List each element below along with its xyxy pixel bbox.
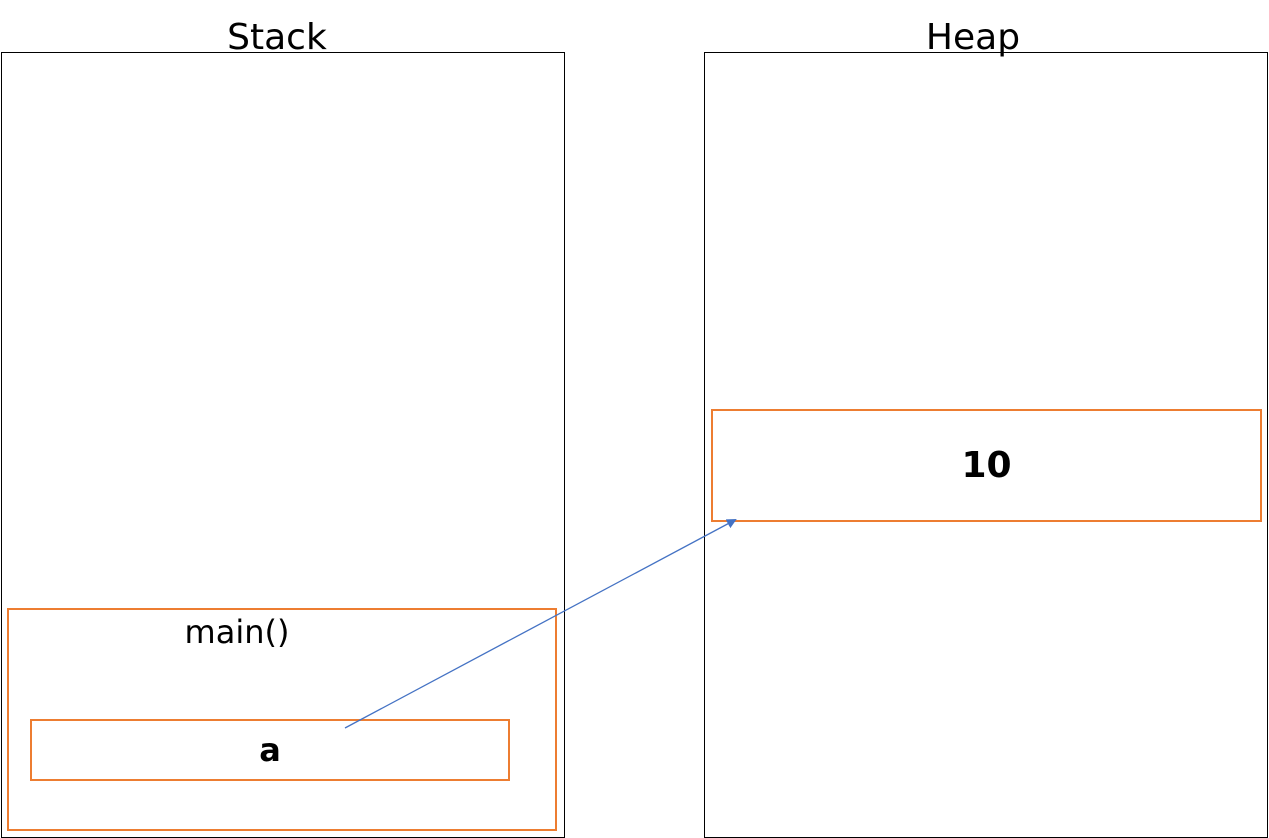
heap-title: Heap <box>925 17 1021 58</box>
heap-object-box <box>711 409 1262 522</box>
variable-name: a <box>259 731 281 769</box>
stack-frame-label: main() <box>184 613 290 651</box>
stack-title: Stack <box>227 17 327 58</box>
heap-object-value: 10 <box>961 445 1012 486</box>
variable-box <box>30 719 510 781</box>
